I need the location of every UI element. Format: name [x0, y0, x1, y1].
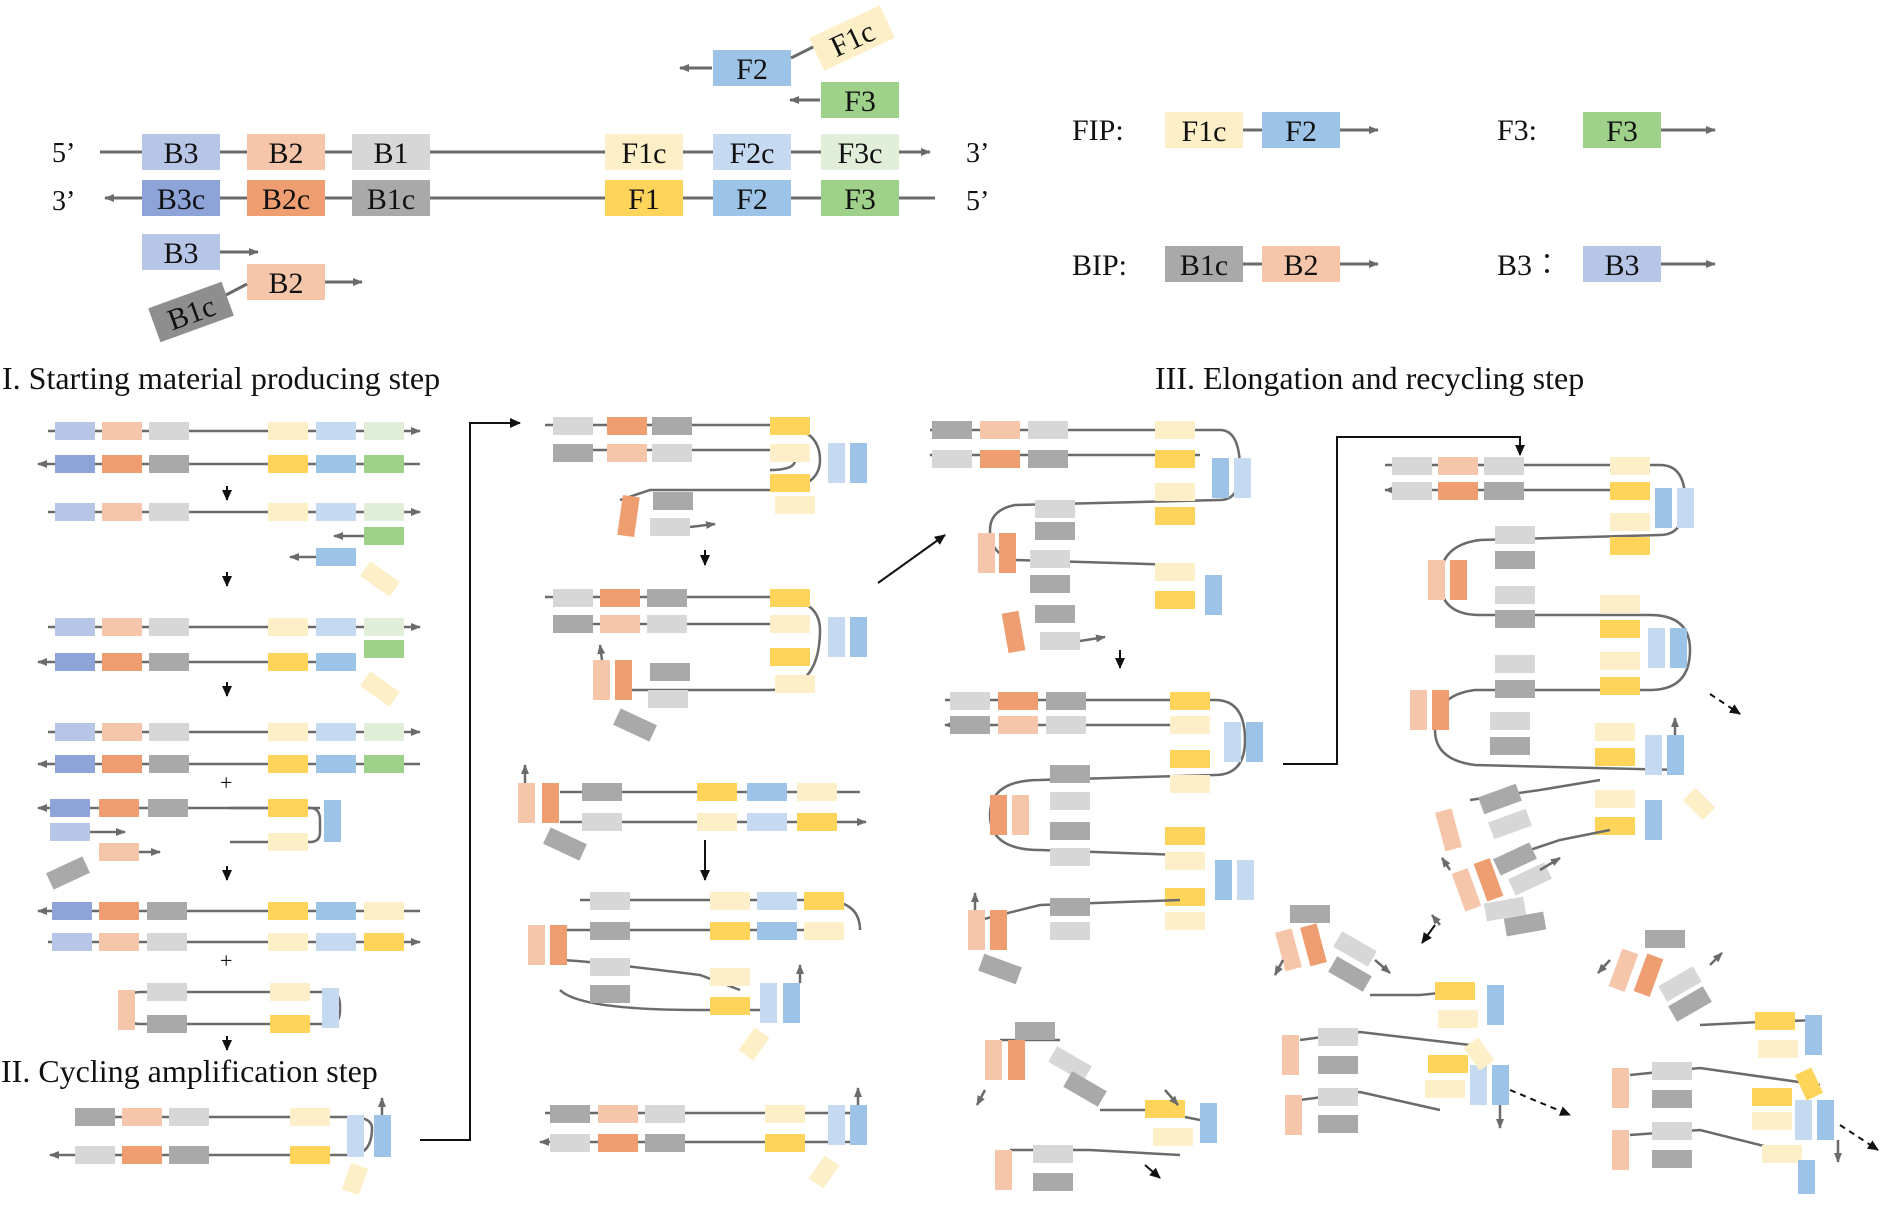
- plus-sign-2: +: [220, 948, 232, 973]
- region-label-B2c: B2c: [262, 183, 310, 216]
- primer-F3-label: F3: [844, 85, 876, 118]
- primer-F2-label: F2: [736, 53, 768, 86]
- region-F1c: [605, 134, 683, 170]
- legend-bip-b2: [1262, 246, 1340, 282]
- bottom-strand-regions: B3c B2c B1c F1 F2 F3: [142, 180, 899, 216]
- step-3-bottom-left-fragment: [975, 1022, 1217, 1191]
- step-2-structure-5: [539, 1087, 867, 1189]
- step-2-panel: [49, 417, 946, 1196]
- region-label-F3c: F3c: [838, 137, 883, 170]
- b3-primer-annealing: B3: [142, 234, 259, 270]
- bip-primer-annealing: B2 B1c: [148, 264, 363, 343]
- legend-f3-label: F3:: [1497, 114, 1537, 147]
- end-3-bottom: 3’: [52, 186, 75, 217]
- legend-f3-box: [1583, 112, 1661, 148]
- primer-B2-label: B2: [268, 267, 303, 300]
- fip-primer-annealing: F2 F1c: [679, 5, 895, 86]
- region-B1: [352, 134, 430, 170]
- step-3-right-column: [1384, 457, 1741, 944]
- region-label-F1c: F1c: [622, 137, 667, 170]
- step-3-title: III. Elongation and recycling step: [1155, 360, 1584, 396]
- legend-b3-box-label: B3: [1604, 249, 1639, 282]
- legend-bip-b1c-label: B1c: [1180, 249, 1228, 282]
- region-label-F2: F2: [736, 183, 768, 216]
- region-B1c: [352, 180, 430, 216]
- step-2-structure-4: [528, 892, 862, 1061]
- step-1-title: I. Starting material producing step: [2, 360, 440, 396]
- primer-F3-box: [821, 82, 899, 118]
- region-label-F1: F1: [628, 183, 660, 216]
- primer-B3-box: [142, 234, 220, 270]
- region-F2: [713, 180, 791, 216]
- legend-fip-f1c: [1165, 112, 1243, 148]
- region-label-B1c: B1c: [367, 183, 415, 216]
- region-label-B1: B1: [373, 137, 408, 170]
- end-5-top: 5’: [52, 138, 75, 169]
- legend-fip-f2: [1262, 112, 1340, 148]
- region-F3: [821, 180, 899, 216]
- primer-legend: FIP: F1c F2 BIP: B1c B2 F3: F3 B3︰ B3: [1072, 112, 1716, 282]
- step-3-middle-column: [929, 421, 1251, 654]
- primer-B3-label: B3: [163, 237, 198, 270]
- step-1-panel: + +: [37, 422, 421, 1051]
- legend-fip-f2-label: F2: [1285, 115, 1317, 148]
- step-3-middle-column-2: [944, 692, 1263, 985]
- primer-B2-box: [247, 264, 325, 300]
- end-3-top: 3’: [966, 138, 989, 169]
- step-2-structure-3: [518, 764, 867, 861]
- primer-B1c-box: [148, 281, 234, 343]
- step-2-title: II. Cycling amplification step: [1, 1053, 378, 1089]
- step-2-structure-2: [545, 589, 867, 742]
- region-label-F2c: F2c: [730, 137, 775, 170]
- target-dna-schematic: 5’ 3’ 3’ 5’ B3 B2 B1 F1c F2c F3c B3c B2c…: [52, 5, 989, 343]
- primer-F2-box: [713, 50, 791, 86]
- step-3-panel: [929, 421, 1879, 1194]
- plus-sign-1: +: [220, 770, 232, 795]
- region-B3: [142, 134, 220, 170]
- region-label-B3: B3: [163, 137, 198, 170]
- top-strand-regions: B3 B2 B1 F1c F2c F3c: [142, 134, 899, 170]
- legend-bip-b2-label: B2: [1283, 249, 1318, 282]
- region-B3c: [142, 180, 220, 216]
- legend-fip-label: FIP:: [1072, 114, 1124, 147]
- legend-b3-label: B3︰: [1497, 249, 1562, 282]
- f3-primer-annealing: F3: [789, 82, 899, 118]
- region-B2c: [247, 180, 325, 216]
- end-5-bottom: 5’: [966, 186, 989, 217]
- primer-F1c-box: [809, 5, 895, 71]
- legend-fip-f1c-label: F1c: [1182, 115, 1227, 148]
- region-label-F3: F3: [844, 183, 876, 216]
- step-2-structure-1: [545, 417, 867, 538]
- legend-bip-b1c: [1165, 246, 1243, 282]
- region-label-B2: B2: [268, 137, 303, 170]
- region-F3c: [821, 134, 899, 170]
- step-3-bottom-right: [1597, 930, 1879, 1194]
- region-F1: [605, 180, 683, 216]
- region-label-B3c: B3c: [157, 183, 205, 216]
- legend-bip-label: BIP:: [1072, 249, 1127, 282]
- region-B2: [247, 134, 325, 170]
- step-3-bottom-center: [1273, 905, 1571, 1135]
- legend-b3-box: [1583, 246, 1661, 282]
- legend-f3-box-label: F3: [1606, 115, 1638, 148]
- region-F2c: [713, 134, 791, 170]
